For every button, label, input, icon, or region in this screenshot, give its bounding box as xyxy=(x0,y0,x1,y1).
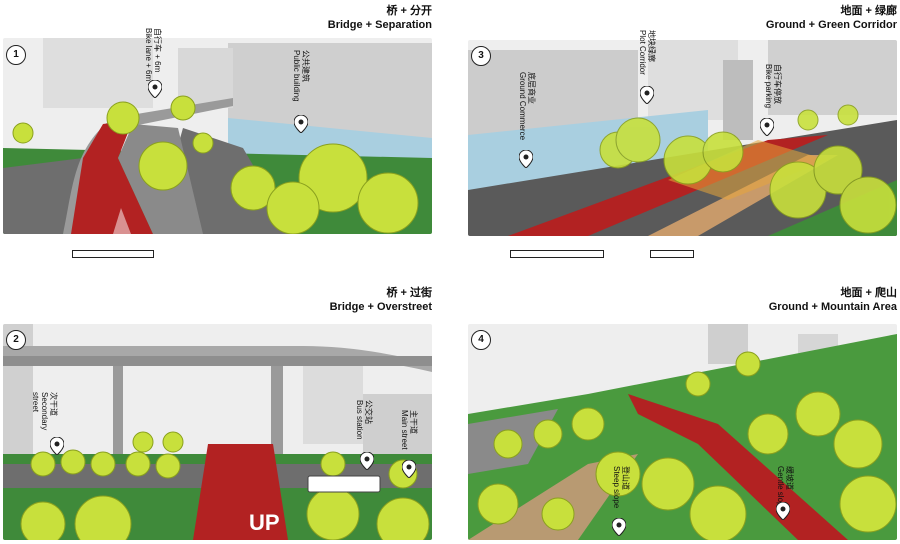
panel-1-label-public-building: 公共建筑 Public building xyxy=(292,50,310,110)
location-pin-icon xyxy=(360,452,374,470)
panel-3-label-plot-corridor-en: Plot Corridor xyxy=(638,30,647,75)
panel-3-label-bike-parking: 自行车停放 Bike parking xyxy=(764,64,782,124)
location-pin-icon xyxy=(294,115,308,133)
panel-4-label-steep-slope: 登山道 Steep slope xyxy=(612,466,630,516)
panel-2-title-cn: 桥 + 过街 xyxy=(386,287,432,299)
panel-2-title: 桥 + 过街 Bridge + Overstreet xyxy=(290,286,432,314)
panel-1-label-bike-lane-en: Bike lane + 6m xyxy=(144,28,153,82)
location-pin-icon xyxy=(776,502,790,520)
location-pin-icon xyxy=(148,80,162,98)
panel-3-illustration xyxy=(468,40,897,236)
panel-4-number-badge: 4 xyxy=(471,330,491,350)
location-pin-icon xyxy=(50,437,64,455)
panel-4-label-steep-slope-en: Steep slope xyxy=(612,466,621,509)
panel-2-label-bus-station-cn: 公交站 xyxy=(364,400,373,424)
location-pin-icon xyxy=(402,460,416,478)
panel-3-scale-bar-left xyxy=(510,250,604,258)
panel-3-label-bike-parking-cn: 自行车停放 xyxy=(773,64,782,104)
panel-4-title-cn: 地面 + 爬山 xyxy=(840,287,897,299)
panel-3-title-en: Ground + Green Corridor xyxy=(765,19,897,31)
panel-2-label-main-street-cn: 主干道 xyxy=(409,410,418,434)
location-pin-icon xyxy=(612,518,626,536)
panel-1-label-bike-lane-cn: 自行车 + 6m xyxy=(153,28,162,73)
panel-2-label-main-street-en: Main street xyxy=(400,410,409,450)
panel-1-number-badge: 1 xyxy=(6,45,26,65)
panel-2-title-en: Bridge + Overstreet xyxy=(329,301,432,313)
panel-4-title-en: Ground + Mountain Area xyxy=(768,301,897,313)
location-pin-icon xyxy=(640,86,654,104)
panel-1-illustration xyxy=(3,38,432,234)
panel-4-label-steep-slope-cn: 登山道 xyxy=(621,466,630,490)
panel-3-label-ground-commerce-cn: 底层商业 xyxy=(527,72,536,104)
panel-4-illustration xyxy=(468,324,897,540)
location-pin-icon xyxy=(760,118,774,136)
panel-3-label-ground-commerce: 底层商业 Ground Commerce xyxy=(518,72,536,152)
panel-1-scale-bar-bottom xyxy=(72,250,154,258)
panel-3-label-plot-corridor-cn: 地块绿廊 xyxy=(647,30,656,62)
panel-1-label-bike-lane: 自行车 + 6m Bike lane + 6m xyxy=(144,28,162,88)
panel-1-title-cn: 桥 + 分开 xyxy=(386,5,432,17)
panel-2-label-secondary-street-en: Secondary street xyxy=(31,392,49,431)
panel-1-title-en: Bridge + Separation xyxy=(327,19,432,31)
panel-1-title: 桥 + 分开 Bridge + Separation xyxy=(300,4,432,32)
panel-2-label-bus-station: 公交站 Bus station xyxy=(355,400,373,450)
panel-2-label-main-street: 主干道 Main street xyxy=(400,410,418,460)
panel-3-label-plot-corridor: 地块绿廊 Plot Corridor xyxy=(638,30,656,90)
panel-4-title: 地面 + 爬山 Ground + Mountain Area xyxy=(740,286,897,314)
panel-3-title-cn: 地面 + 绿廊 xyxy=(840,5,897,17)
panel-2-label-secondary-street: 次干道 Secondary street xyxy=(31,392,58,442)
panel-2-number-badge: 2 xyxy=(6,330,26,350)
panel-2-label-secondary-street-cn: 次干道 xyxy=(49,392,58,416)
panel-3-number-badge: 3 xyxy=(471,46,491,66)
panel-2-road-mark: UP xyxy=(249,510,280,535)
panel-3-scale-bar-right xyxy=(650,250,694,258)
panel-2-label-bus-station-en: Bus station xyxy=(355,400,364,440)
location-pin-icon xyxy=(519,150,533,168)
panel-3-title: 地面 + 绿廊 Ground + Green Corridor xyxy=(740,4,897,32)
panel-1-label-public-building-cn: 公共建筑 xyxy=(301,50,310,82)
panel-2-illustration: UP xyxy=(3,324,432,540)
panel-1-label-public-building-en: Public building xyxy=(292,50,301,102)
panel-3-label-bike-parking-en: Bike parking xyxy=(764,64,773,109)
panel-3-label-ground-commerce-en: Ground Commerce xyxy=(518,72,527,141)
